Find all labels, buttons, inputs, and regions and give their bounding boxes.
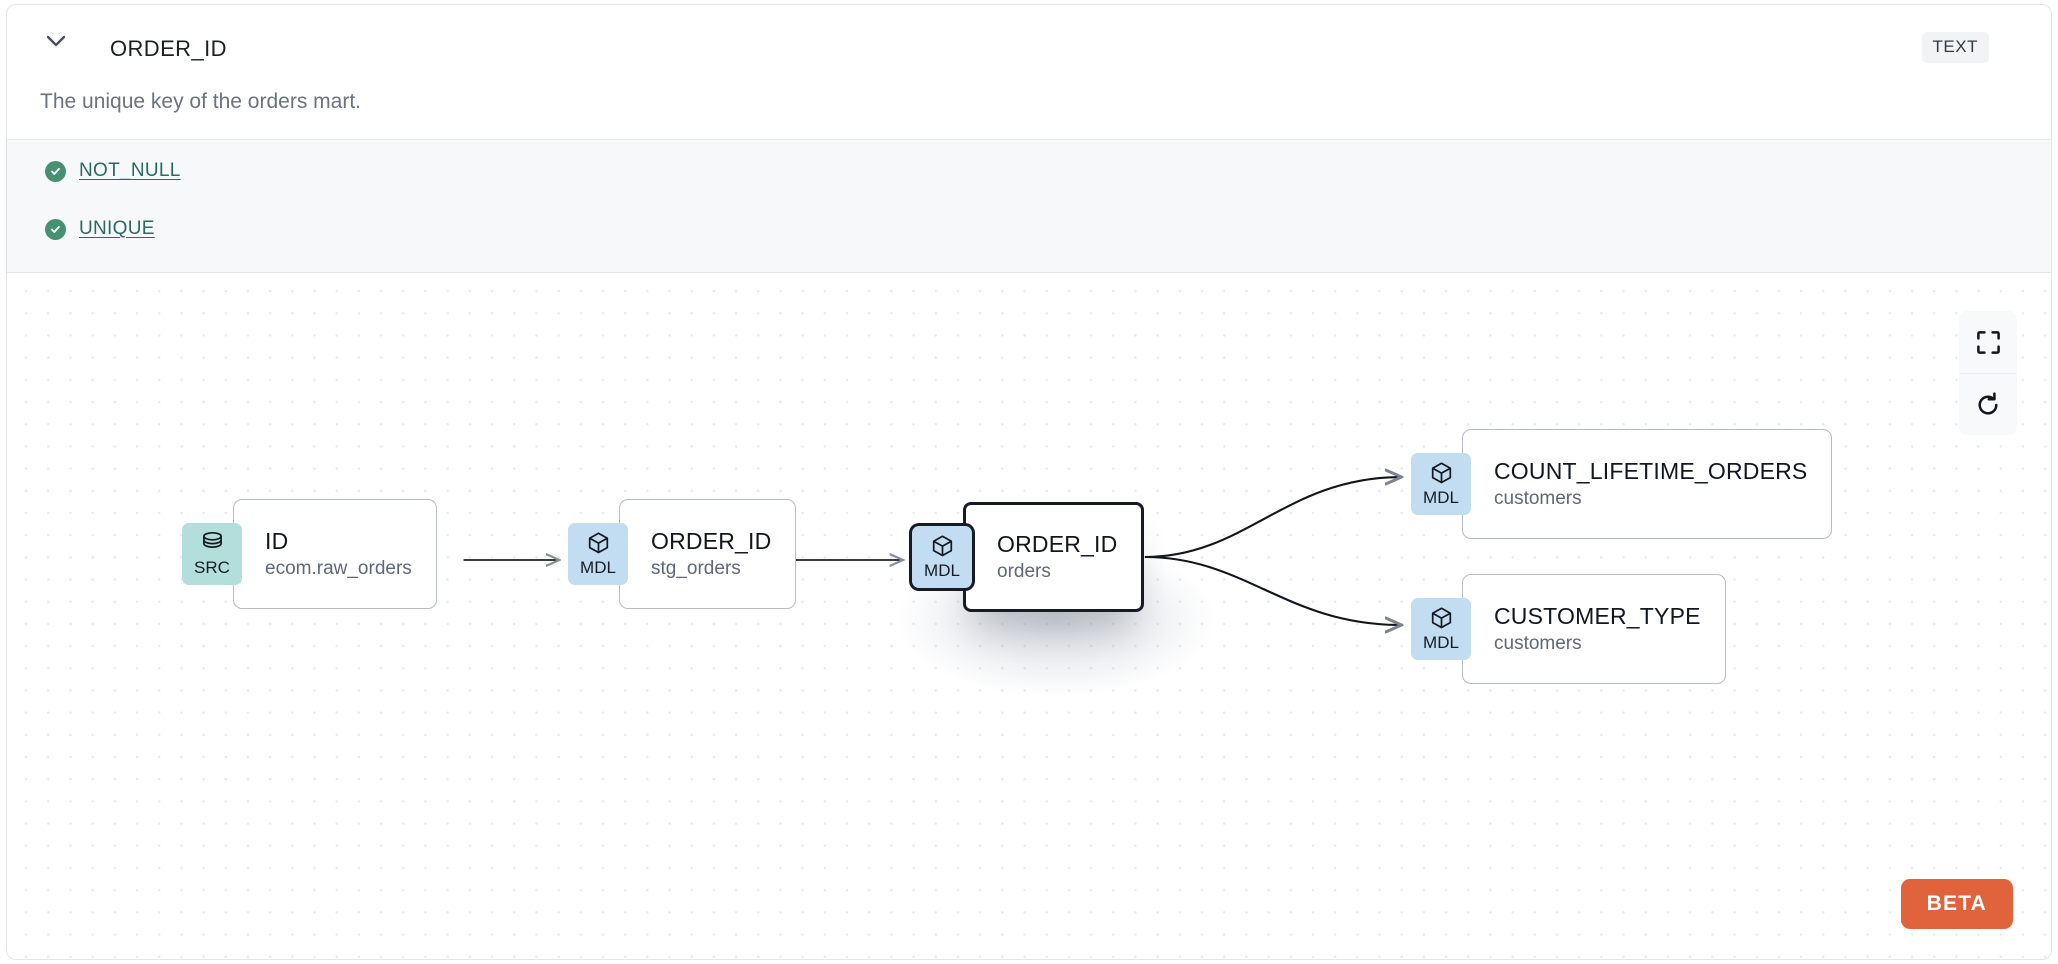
column-type-badge: TEXT [1921,32,1989,63]
check-circle-icon [45,218,66,240]
node-kind-label: MDL [1423,487,1459,507]
database-icon [199,531,226,557]
refresh-icon [1975,391,2001,418]
node-column-name: ID [265,528,289,554]
node-kind-badge-src: SRC [182,523,242,585]
card-header: ORDER_ID TEXT [7,5,2051,71]
lineage-node-count-lifetime-orders[interactable]: MDL COUNT_LIFETIME_ORDERS customers [1411,429,1833,539]
fit-view-icon [1976,330,2001,355]
node-kind-badge-mdl: MDL [1411,453,1471,515]
node-kind-label: MDL [924,560,960,580]
node-column-name: ORDER_ID [651,528,772,554]
node-kind-label: SRC [194,557,230,577]
lineage-edges [463,274,2051,697]
cube-icon [1428,606,1455,632]
node-dataset-name: stg_orders [651,558,741,579]
node-dataset-name: orders [997,561,1051,582]
node-kind-label: MDL [580,557,616,577]
lineage-node-stg-order-id[interactable]: MDL ORDER_ID stg_orders [568,499,797,609]
refresh-button[interactable] [1959,373,2017,435]
canvas-controls [1959,311,2017,435]
cube-icon [585,531,612,557]
node-column-name: ORDER_ID [997,531,1118,557]
node-kind-badge-mdl: MDL [568,523,628,585]
column-detail-card: ORDER_ID TEXT The unique key of the orde… [6,4,2052,960]
lineage-node-customer-type[interactable]: MDL CUSTOMER_TYPE customers [1411,574,1726,684]
node-body: CUSTOMER_TYPE customers [1462,574,1726,684]
node-dataset-name: customers [1494,488,1582,509]
tests-section: NOT_NULL UNIQUE [7,139,2051,273]
node-body: ORDER_ID stg_orders [619,499,797,609]
lineage-canvas[interactable]: SRC ID ecom.raw_orders MDL ORDER_ID [7,274,2051,959]
lineage-node-orders-order-id[interactable]: MDL ORDER_ID orders [912,502,1145,612]
page-title: ORDER_ID [110,36,227,61]
test-link-not-null[interactable]: NOT_NULL [79,160,181,181]
test-link-unique[interactable]: UNIQUE [79,218,155,239]
column-description: The unique key of the orders mart. [40,90,361,113]
beta-badge[interactable]: BETA [1900,879,2013,929]
cube-icon [929,534,956,560]
node-kind-badge-mdl: MDL [912,526,972,588]
node-kind-label: MDL [1423,632,1459,652]
check-circle-icon [45,160,66,182]
node-body: ID ecom.raw_orders [233,499,437,609]
node-dataset-name: customers [1494,633,1582,654]
lineage-node-src-id[interactable]: SRC ID ecom.raw_orders [182,499,437,609]
node-column-name: COUNT_LIFETIME_ORDERS [1494,458,1808,484]
chevron-down-icon[interactable] [43,33,69,49]
cube-icon [1428,461,1455,487]
node-body: COUNT_LIFETIME_ORDERS customers [1462,429,1833,539]
node-body: ORDER_ID orders [963,502,1145,612]
test-row[interactable]: UNIQUE [45,218,155,240]
node-kind-badge-mdl: MDL [1411,598,1471,660]
fit-view-button[interactable] [1959,311,2017,373]
test-row[interactable]: NOT_NULL [45,160,181,182]
node-column-name: CUSTOMER_TYPE [1494,603,1701,629]
node-dataset-name: ecom.raw_orders [265,558,412,579]
